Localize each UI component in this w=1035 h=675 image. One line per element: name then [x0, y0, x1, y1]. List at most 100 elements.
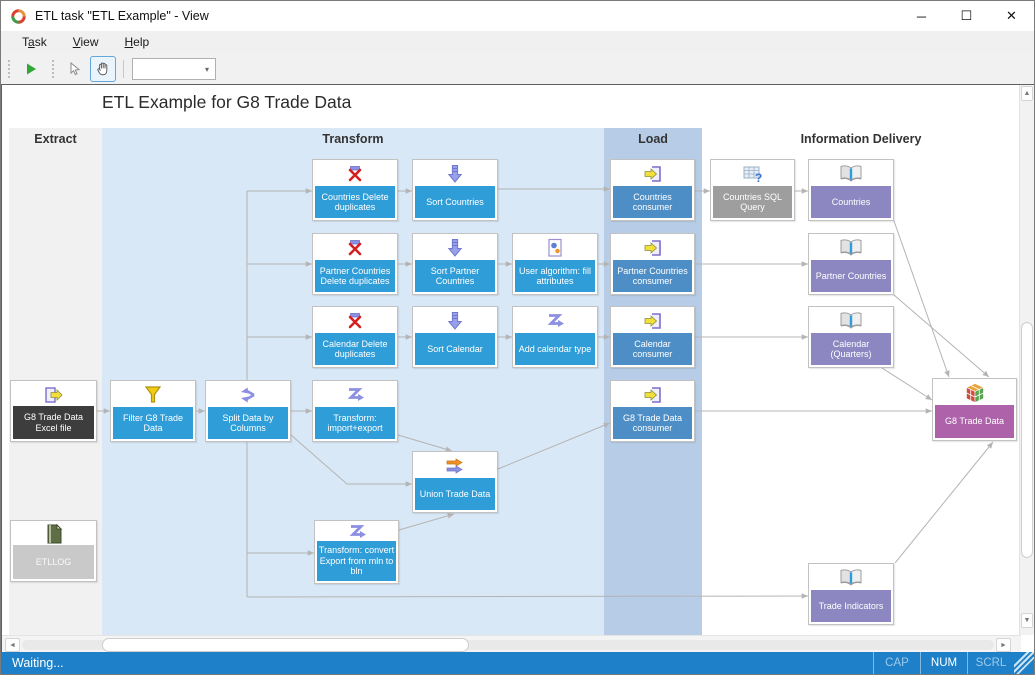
status-indicator-scrl: SCRL — [967, 652, 1014, 674]
node-add-calendar-type[interactable]: Add calendar type — [512, 306, 598, 368]
horizontal-scroll-thumb[interactable] — [102, 638, 469, 652]
sql-query-icon: ? — [713, 162, 792, 186]
node-label-split-data-by-columns: Split Data by Columns — [208, 407, 288, 439]
diagram-title: ETL Example for G8 Trade Data — [102, 92, 352, 112]
node-label-countries-sql-query: Countries SQL Query — [713, 186, 792, 218]
menu-item-task[interactable]: Task — [22, 35, 47, 49]
maximize-button[interactable]: ☐ — [960, 8, 973, 23]
node-trade-indicators[interactable]: Trade Indicators — [808, 563, 894, 625]
node-label-g8-trade-data-consumer: G8 Trade Data consumer — [613, 407, 692, 439]
node-calendar-delete-duplicates[interactable]: Calendar Delete duplicates — [312, 306, 398, 368]
node-partner-countries-table[interactable]: Partner Countries — [808, 233, 894, 295]
scroll-left-button[interactable]: ◄ — [5, 638, 20, 652]
book-icon — [811, 236, 891, 260]
vertical-scroll-thumb[interactable] — [1021, 322, 1033, 558]
vertical-scrollbar[interactable]: ▲ ▼ — [1019, 85, 1034, 635]
node-label-g8-trade-data-excel-file: G8 Trade Data Excel file — [13, 406, 94, 439]
node-partner-countries-consumer[interactable]: Partner Countries consumer — [610, 233, 695, 295]
node-label-partner-countries-consumer: Partner Countries consumer — [613, 260, 692, 292]
play-icon — [27, 63, 36, 75]
node-g8-trade-data-excel-file[interactable]: G8 Trade Data Excel file — [10, 380, 97, 442]
lane-header-extract: Extract — [34, 132, 77, 146]
node-transform-import-export[interactable]: Transform: import+export — [312, 380, 398, 442]
node-label-sort-calendar: Sort Calendar — [415, 333, 495, 365]
close-button[interactable]: ✕ — [1006, 8, 1017, 23]
menu-item-view[interactable]: View — [72, 35, 99, 49]
scroll-right-button[interactable]: ► — [996, 638, 1011, 652]
union-icon — [415, 454, 495, 478]
menu-bar: Task View Help — [1, 31, 1034, 54]
consumer-icon — [613, 309, 692, 333]
menu-item-help[interactable]: Help — [124, 35, 150, 49]
node-label-calendar-delete-duplicates: Calendar Delete duplicates — [315, 333, 395, 365]
user-algorithm-icon — [515, 236, 595, 260]
node-calendar-quarters-table[interactable]: Calendar (Quarters) — [808, 306, 894, 368]
node-partner-countries-delete-duplicates[interactable]: Partner Countries Delete duplicates — [312, 233, 398, 295]
status-indicator-cap: CAP — [873, 652, 920, 674]
resize-grip[interactable] — [1014, 652, 1034, 674]
node-label-partner-countries-table: Partner Countries — [811, 260, 891, 292]
minimize-button[interactable]: ─ — [916, 8, 927, 24]
lane-header-information-delivery: Information Delivery — [800, 132, 922, 146]
node-label-calendar-consumer: Calendar consumer — [613, 333, 692, 365]
consumer-icon — [613, 236, 692, 260]
node-label-g8-trade-data-cube: G8 Trade Data — [935, 405, 1014, 438]
node-label-partner-countries-delete-duplicates: Partner Countries Delete duplicates — [315, 260, 395, 292]
node-sort-countries[interactable]: Sort Countries — [412, 159, 498, 221]
node-label-filter-g8-trade-data: Filter G8 Trade Data — [113, 407, 193, 439]
lane-header-transform: Transform — [322, 132, 384, 146]
node-calendar-consumer[interactable]: Calendar consumer — [610, 306, 695, 368]
node-countries-table[interactable]: Countries — [808, 159, 894, 221]
horizontal-scrollbar[interactable]: ◄ ► — [2, 635, 1021, 655]
delete-duplicates-icon — [315, 309, 395, 333]
horizontal-scroll-track[interactable] — [22, 640, 994, 650]
toolbar-grip-2 — [51, 60, 56, 78]
node-label-trade-indicators: Trade Indicators — [811, 590, 891, 622]
node-countries-sql-query[interactable]: ?Countries SQL Query — [710, 159, 795, 221]
sort-icon — [415, 162, 495, 186]
book-icon — [811, 566, 891, 590]
zoom-combobox[interactable]: ▾ — [132, 58, 216, 80]
node-countries-consumer[interactable]: Countries consumer — [610, 159, 695, 221]
node-transform-convert-export-from-mln-to-bln[interactable]: Transform: convert Export from mln to bl… — [314, 520, 399, 584]
delete-duplicates-icon — [315, 162, 395, 186]
scroll-up-button[interactable]: ▲ — [1021, 86, 1033, 101]
consumer-icon — [613, 162, 692, 186]
node-label-countries-consumer: Countries consumer — [613, 186, 692, 218]
node-countries-delete-duplicates[interactable]: Countries Delete duplicates — [312, 159, 398, 221]
node-filter-g8-trade-data[interactable]: Filter G8 Trade Data — [110, 380, 196, 442]
book-icon — [811, 162, 891, 186]
node-sort-calendar[interactable]: Sort Calendar — [412, 306, 498, 368]
title-bar: ETL task "ETL Example" - View ─ ☐ ✕ — [1, 1, 1034, 31]
node-sort-partner-countries[interactable]: Sort Partner Countries — [412, 233, 498, 295]
hand-icon — [97, 62, 108, 76]
node-label-add-calendar-type: Add calendar type — [515, 333, 595, 365]
node-label-sort-countries: Sort Countries — [415, 186, 495, 218]
cube-icon — [935, 381, 1014, 405]
node-etllog[interactable]: ETLLOG — [10, 520, 97, 582]
pan-tool-button[interactable] — [90, 56, 116, 82]
node-g8-trade-data-cube[interactable]: G8 Trade Data — [932, 378, 1017, 441]
transform-icon — [515, 309, 595, 333]
chevron-down-icon: ▾ — [204, 64, 209, 74]
node-user-algorithm-fill-attributes[interactable]: User algorithm: fill attributes — [512, 233, 598, 295]
transform-icon — [317, 523, 396, 541]
book-icon — [811, 309, 891, 333]
select-tool-button[interactable] — [62, 56, 88, 82]
status-message: Waiting... — [12, 656, 64, 670]
run-button[interactable] — [18, 56, 44, 82]
transform-icon — [315, 383, 395, 407]
etl-cycle-icon — [11, 8, 26, 24]
node-g8-trade-data-consumer[interactable]: G8 Trade Data consumer — [610, 380, 695, 442]
node-label-transform-convert-export-from-mln-to-bln: Transform: convert Export from mln to bl… — [317, 541, 396, 581]
sort-icon — [415, 309, 495, 333]
node-label-etllog: ETLLOG — [13, 545, 94, 579]
node-split-data-by-columns[interactable]: Split Data by Columns — [205, 380, 291, 442]
node-union-trade-data[interactable]: Union Trade Data — [412, 451, 498, 513]
node-label-union-trade-data: Union Trade Data — [415, 478, 495, 510]
split-icon — [208, 383, 288, 407]
export-file-icon — [13, 383, 94, 406]
scroll-down-button[interactable]: ▼ — [1021, 613, 1033, 628]
